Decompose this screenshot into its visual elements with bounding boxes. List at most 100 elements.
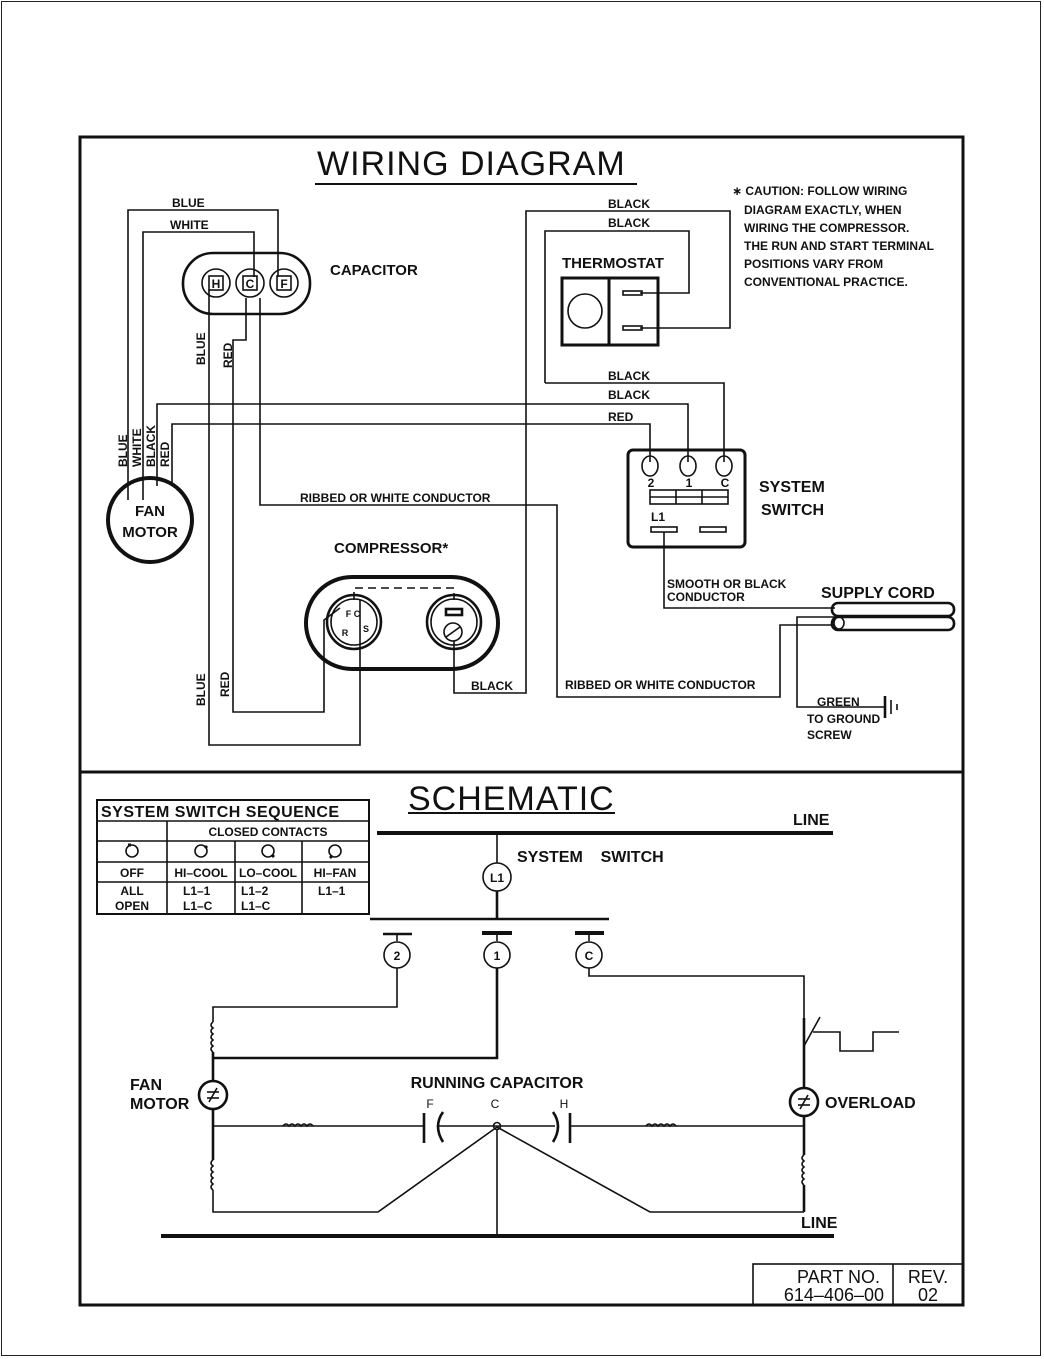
wire-fan-common [212, 1126, 498, 1213]
wire-fan-red [171, 423, 651, 486]
cap-terminal-f: F [280, 277, 287, 291]
svg-text:∗ CAUTION: FOLLOW WIRING: ∗ CAUTION: FOLLOW WIRING [732, 184, 907, 198]
wire-label-fan-black: BLACK [144, 425, 158, 467]
system-switch [626, 448, 747, 549]
fan-motor-label-1: FAN [135, 503, 165, 520]
wire-label-red-cap-c: RED [221, 342, 235, 368]
wire-label-ribbed-upper: RIBBED OR WHITE CONDUCTOR [300, 491, 491, 505]
wire-label-black-1: BLACK [608, 197, 650, 211]
wiring-diagram-section: WIRING DIAGRAM H C F CAPACITOR BLUE WHIT… [106, 145, 956, 746]
wire-cap-c-white [142, 231, 255, 500]
switch-terminal-c: C [721, 476, 730, 490]
contacts-lo-cool-2: L1–C [241, 899, 271, 913]
overload-label: OVERLOAD [825, 1095, 916, 1112]
wire-label-fan-blue: BLUE [116, 434, 130, 467]
svg-text:WIRING THE COMPRESSOR.: WIRING THE COMPRESSOR. [744, 221, 909, 235]
table-title: SYSTEM SWITCH SEQUENCE [101, 804, 340, 821]
knob-hi-cool-icon [194, 844, 209, 858]
switch-terminal-1: 1 [686, 476, 693, 490]
wire-label-black-comp: BLACK [471, 679, 513, 693]
knob-hi-fan-icon [328, 844, 342, 860]
svg-text:CONVENTIONAL PRACTICE.: CONVENTIONAL PRACTICE. [744, 275, 908, 289]
cap-label-h: H [560, 1097, 569, 1111]
contacts-off-1: ALL [120, 884, 143, 898]
green-label: GREEN [817, 695, 860, 709]
wire-smooth-black [663, 532, 835, 609]
wire-contact-2 [212, 968, 398, 1022]
fan-motor [106, 476, 194, 564]
wire-label-red-comp: RED [218, 671, 232, 697]
mode-hi-cool: HI–COOL [174, 866, 227, 880]
compressor-run-winding [645, 1123, 677, 1128]
schematic-l1: L1 [490, 871, 504, 885]
smooth-label-2: CONDUCTOR [667, 590, 745, 604]
cap-arc-h [551, 1111, 560, 1143]
wire-fan-black [156, 403, 689, 486]
wire-label-white-top: WHITE [170, 218, 209, 232]
cap-terminal-c: C [246, 277, 255, 291]
thermostat-label: THERMOSTAT [562, 255, 664, 272]
wire-cap-h-blue [208, 290, 361, 746]
wire-contact-1 [213, 968, 499, 1060]
svg-text:DIAGRAM EXACTLY, WHEN: DIAGRAM EXACTLY, WHEN [744, 203, 902, 217]
caution-note: ∗ CAUTION: FOLLOW WIRING DIAGRAM EXACTLY… [732, 184, 934, 289]
svg-text:THE RUN AND START TERMINAL: THE RUN AND START TERMINAL [744, 239, 934, 253]
system-switch-label-1: SYSTEM [759, 479, 825, 496]
part-no-value: 614–406–00 [784, 1285, 884, 1305]
contacts-hi-fan-1: L1–1 [318, 884, 346, 898]
contact-1: 1 [494, 949, 501, 963]
line-label-bottom: LINE [801, 1215, 838, 1232]
fan-high-winding [210, 1021, 215, 1053]
contacts-hi-cool-2: L1–C [183, 899, 213, 913]
schematic-section: SCHEMATIC SYSTEM SWITCH SEQUENCE CLOSED … [96, 780, 916, 1238]
wire-label-black-3: BLACK [608, 369, 650, 383]
switch-terminal-2: 2 [648, 476, 655, 490]
smooth-label-1: SMOOTH OR BLACK [667, 577, 787, 591]
cap-label-c: C [491, 1097, 500, 1111]
wire-thermo-black-inner [544, 230, 690, 383]
switch-terminal-l1: L1 [651, 510, 665, 524]
wire-contact-c [588, 968, 805, 1018]
wiring-diagram-title: WIRING DIAGRAM [317, 145, 626, 183]
wire-cap-f-blue [127, 209, 279, 500]
compressor-start-winding [801, 1154, 806, 1186]
svg-text:POSITIONS VARY FROM: POSITIONS VARY FROM [744, 257, 883, 271]
wire-label-black-2: BLACK [608, 216, 650, 230]
ground-label-1: TO GROUND [807, 712, 880, 726]
wire-label-blue-cap-h: BLUE [194, 332, 208, 365]
fan-low-winding [210, 1159, 215, 1191]
wire-label-fan-white: WHITE [130, 428, 144, 467]
cap-arc-f [436, 1111, 445, 1143]
mode-off: OFF [120, 866, 144, 880]
title-block: PART NO. 614–406–00 REV. 02 [752, 1263, 964, 1306]
contacts-hi-cool-1: L1–1 [183, 884, 211, 898]
wire-label-blue-top: BLUE [172, 196, 205, 210]
wire-label-black-4: BLACK [608, 388, 650, 402]
supply-cord-label: SUPPLY CORD [821, 585, 935, 602]
rev-value: 02 [918, 1285, 938, 1305]
contacts-lo-cool-1: L1–2 [241, 884, 269, 898]
knob-lo-cool-icon [261, 844, 276, 859]
capacitor-label: CAPACITOR [330, 262, 418, 279]
wire-label-blue-comp: BLUE [194, 673, 208, 706]
contact-c: C [585, 949, 594, 963]
contacts-off-2: OPEN [115, 899, 149, 913]
running-capacitor-label: RUNNING CAPACITOR [411, 1075, 584, 1092]
cap-label-f: F [426, 1097, 433, 1111]
switch-sequence-table: SYSTEM SWITCH SEQUENCE CLOSED CONTACTS O… [96, 799, 370, 915]
schematic-title: SCHEMATIC [408, 780, 615, 818]
wire-label-ribbed-lower: RIBBED OR WHITE CONDUCTOR [565, 678, 756, 692]
wire-switch-c-black [545, 382, 725, 462]
knob-off-icon [125, 843, 139, 858]
thermostat-bulb-symbol [813, 1031, 899, 1052]
line-label-top: LINE [793, 812, 830, 829]
mode-hi-fan: HI–FAN [314, 866, 357, 880]
schematic-fan-label-1: FAN [130, 1077, 162, 1094]
rev-label: REV. [908, 1267, 948, 1287]
cap-terminal-h: H [212, 277, 221, 291]
svg-text:R: R [342, 628, 349, 638]
wire-thermo-black-outer [525, 210, 731, 680]
fan-motor-label-2: MOTOR [122, 524, 178, 541]
wire-label-red-switch: RED [608, 410, 634, 424]
